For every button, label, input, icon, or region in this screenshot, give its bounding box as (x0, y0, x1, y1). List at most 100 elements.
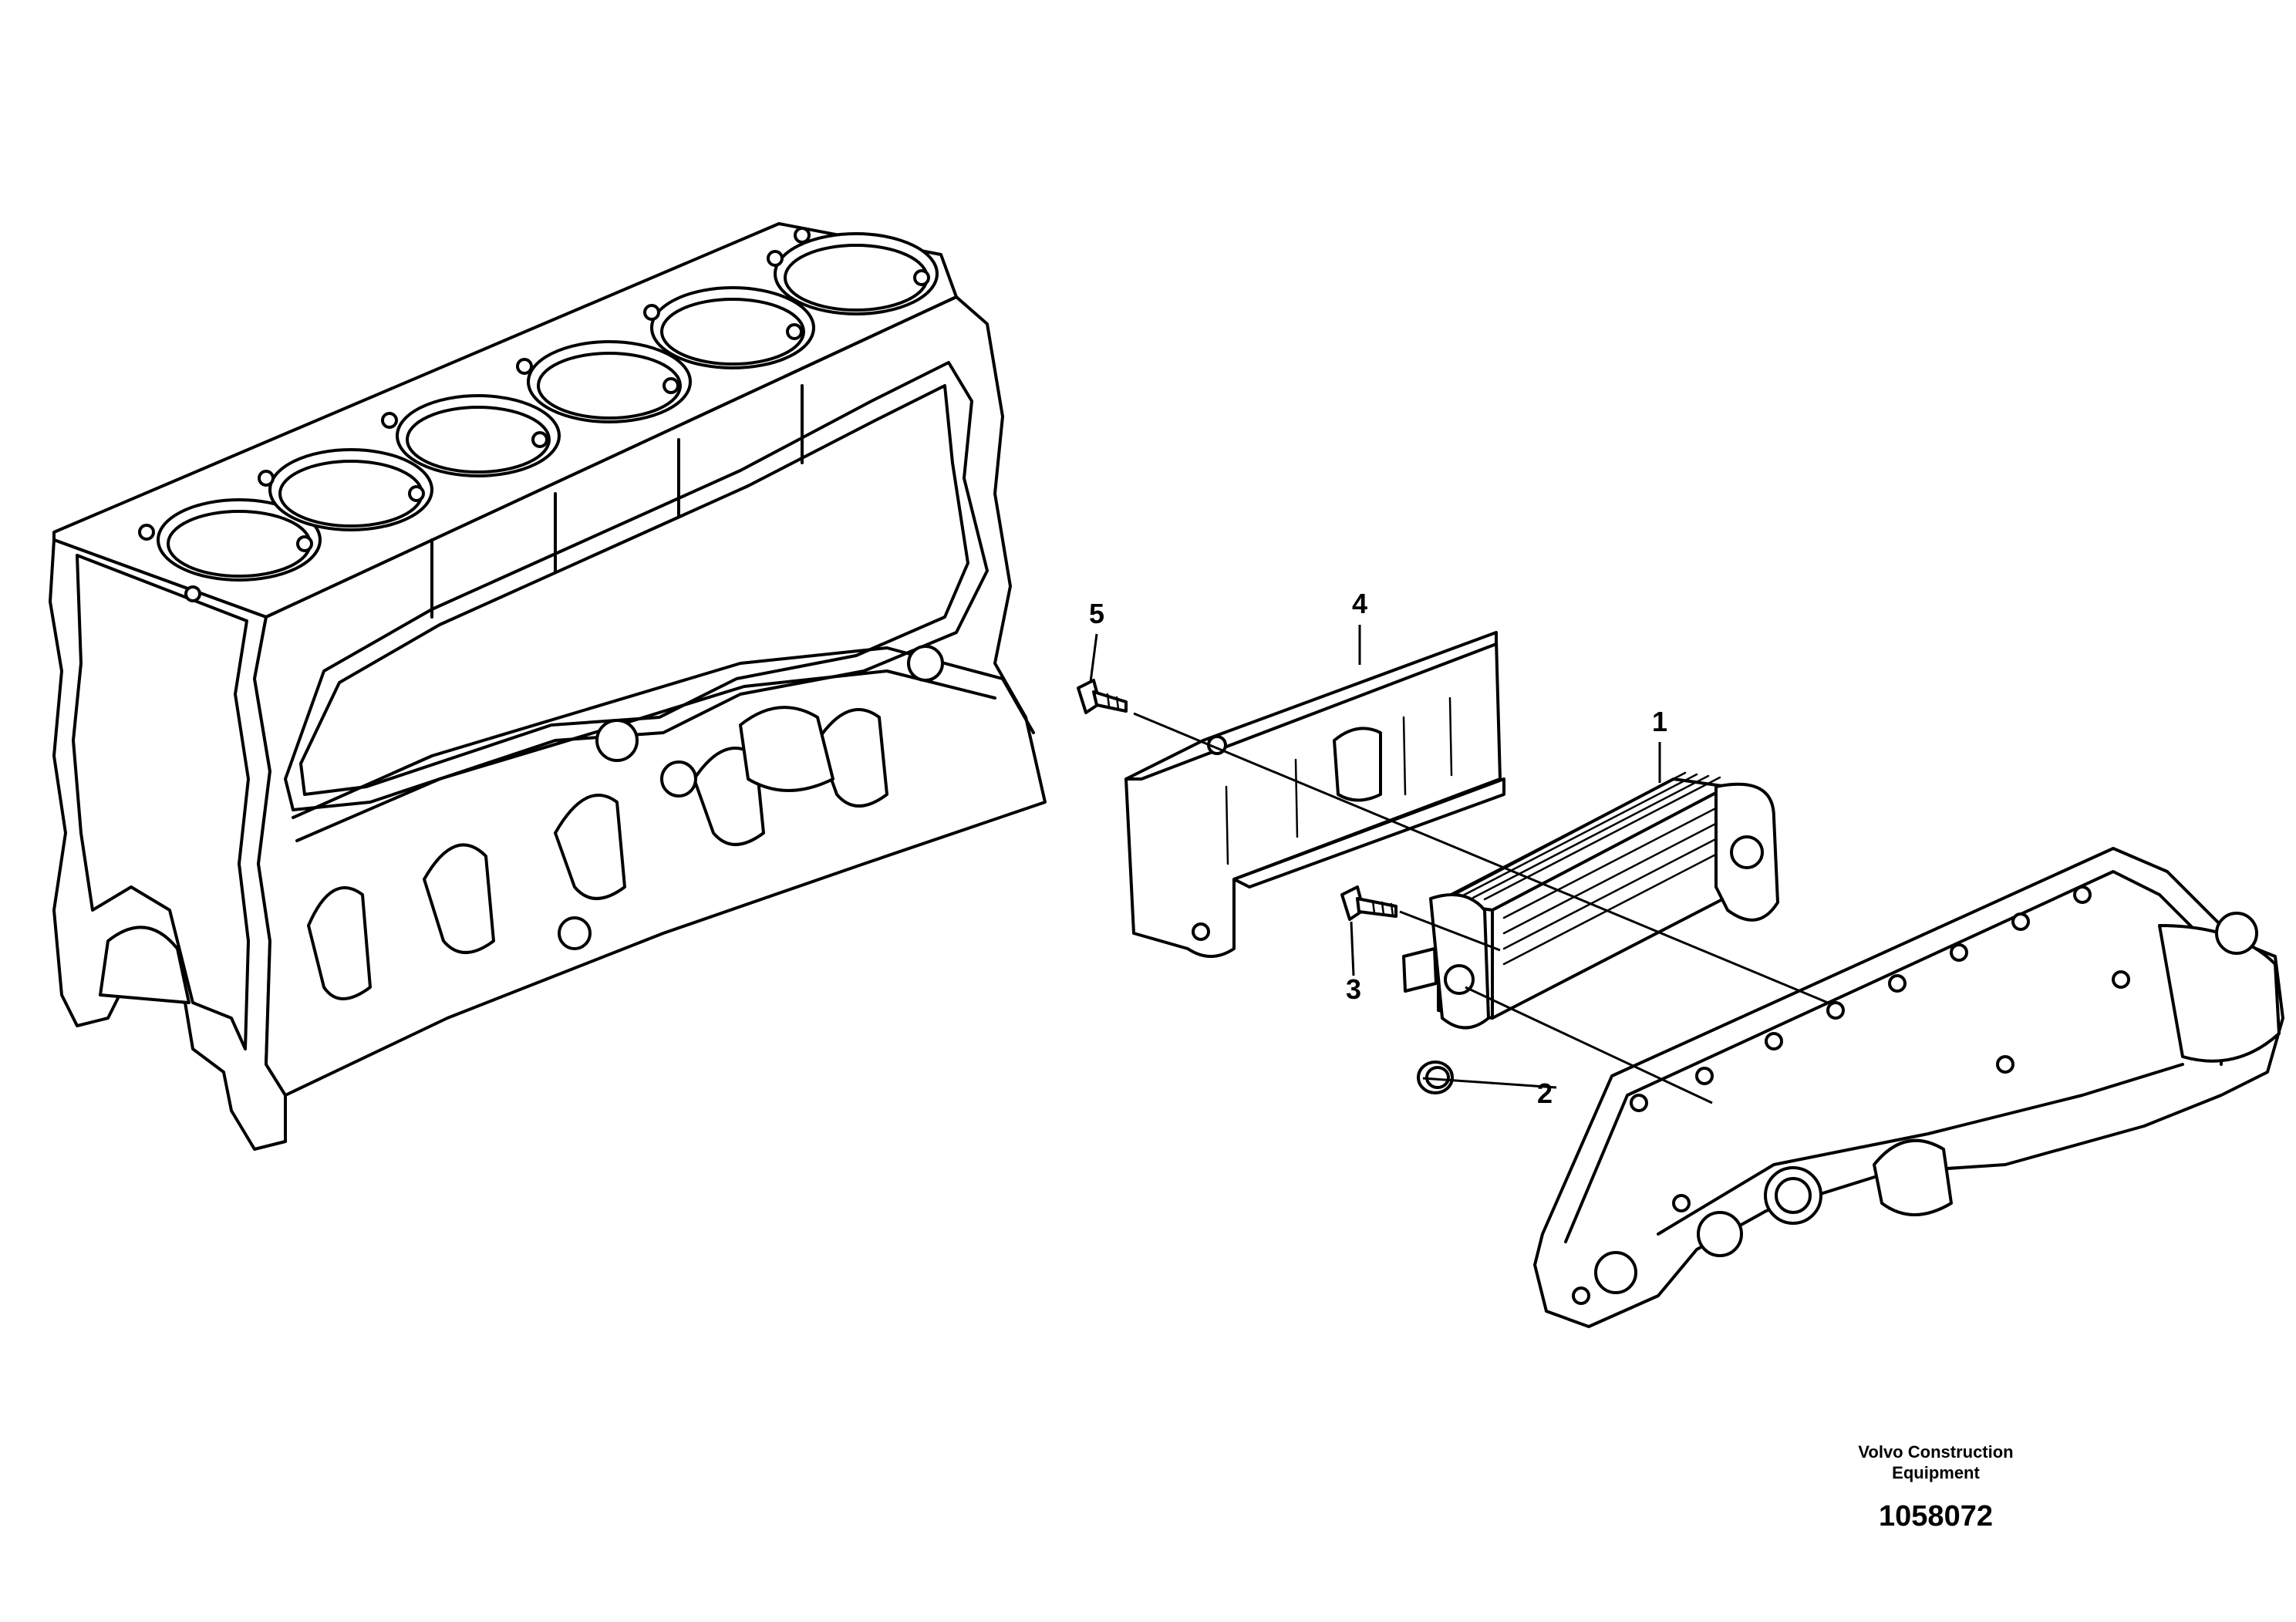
screw-5-thread (1106, 693, 1120, 710)
assembly-line-3 (1399, 910, 1501, 952)
bolt-boss (2011, 912, 2030, 931)
bolt-hole (531, 431, 548, 448)
housing-dome (2158, 924, 2281, 1063)
block-boss-2 (660, 760, 697, 798)
housing-port-2 (1697, 1211, 1743, 1257)
bolt-boss (1950, 943, 1968, 962)
callout-leader-3 (1350, 921, 1355, 976)
bore-4-inner (537, 352, 682, 420)
callout-leader-5 (1089, 633, 1098, 683)
cooler-port-right (1730, 835, 1764, 869)
bolt-hole (643, 304, 660, 321)
crank-web-3 (554, 794, 626, 900)
screw-3-shank (1356, 897, 1397, 918)
bore-4 (527, 340, 692, 423)
bolt-hole (794, 227, 811, 244)
bracket-rib-2 (1294, 758, 1299, 838)
bracket-rib-3 (1402, 716, 1407, 796)
bolt-hole (786, 323, 803, 340)
callouts: 1 2 3 4 5 (1089, 588, 1667, 1109)
bolt-boss (1888, 974, 1907, 993)
bore-5 (650, 286, 815, 369)
assembly-line-1 (1465, 986, 1713, 1104)
bore-6 (774, 232, 939, 315)
housing-port-1-inner (1775, 1177, 1812, 1214)
bolt-boss (1996, 1055, 2014, 1074)
bore-1 (157, 498, 322, 582)
bolt-hole (516, 358, 533, 375)
block-upper-flange-inner (299, 384, 969, 796)
block-front-face (49, 538, 287, 1151)
bore-3-inner (406, 406, 551, 474)
bolt-hole (184, 585, 201, 602)
callout-label-5: 5 (1089, 598, 1104, 629)
housing-port-1 (1764, 1166, 1822, 1225)
crank-web-1 (307, 886, 372, 1000)
block-front-gasket (72, 554, 250, 1050)
housing-port-4 (2215, 912, 2258, 955)
callout-leader-2 (1422, 1077, 1557, 1089)
assembly-line-5 (1133, 712, 1829, 1004)
bolt-boss (1695, 1067, 1714, 1085)
bracket-hole-bottom (1192, 922, 1210, 941)
part-3-screw (1340, 885, 1397, 921)
cylinder-block (49, 222, 1047, 1151)
brand-name-line-2: Equipment (1892, 1463, 1980, 1482)
bolt-boss (1826, 1001, 1845, 1020)
block-boss-3 (907, 645, 944, 682)
callout-4: 4 (1352, 588, 1367, 665)
bore-2 (268, 448, 433, 531)
housing-filter-socket (1873, 1138, 1953, 1216)
bolt-hole (408, 485, 425, 502)
callout-label-4: 4 (1352, 588, 1367, 619)
part-4-bracket (1124, 631, 1505, 958)
bolt-boss (1672, 1194, 1691, 1212)
block-lower-rail-2 (295, 669, 996, 842)
block-lower-rail (292, 646, 1035, 819)
bolt-boss (1765, 1032, 1783, 1050)
part-1-oil-cooler (1402, 771, 1779, 1030)
bolt-boss (1630, 1094, 1648, 1112)
housing-bolt-bosses (1572, 885, 2130, 1305)
bolt-hole (913, 269, 930, 286)
drawing-number: 1058072 (1879, 1500, 1993, 1533)
part-5-screw (1077, 679, 1128, 714)
bolt-boss (1572, 1286, 1590, 1305)
block-boss-1 (595, 719, 639, 762)
callout-label-2: 2 (1537, 1077, 1553, 1109)
bore-3 (396, 394, 561, 477)
bolt-hole (381, 412, 398, 429)
cooler-fins (1448, 771, 1729, 966)
brand-name-line-1: Volvo Construction (1858, 1442, 2014, 1462)
bolt-hole (296, 535, 313, 552)
callout-5: 5 (1089, 598, 1104, 683)
head-bolt-holes (138, 227, 930, 602)
cylinder-bores (157, 232, 939, 582)
housing-port-3 (1594, 1251, 1637, 1294)
bracket-rib-1 (1225, 785, 1229, 865)
housing-outline (1533, 847, 2284, 1328)
callout-3: 3 (1346, 921, 1361, 1005)
block-boss-4 (558, 916, 592, 950)
bolt-boss (2112, 970, 2130, 989)
bolt-hole (258, 470, 275, 487)
screw-3-thread (1371, 899, 1394, 917)
housing-inner-ridge (1657, 1063, 2184, 1236)
bracket-mount-pad (1333, 727, 1382, 802)
screw-5-shank (1092, 690, 1128, 713)
callout-label-3: 3 (1346, 973, 1361, 1005)
bolt-hole (663, 377, 679, 394)
bracket-bottom-flange (1232, 777, 1505, 889)
callout-1: 1 (1652, 706, 1667, 783)
callout-2: 2 (1422, 1077, 1557, 1109)
bracket-rib-4 (1448, 696, 1453, 777)
block-front-arch (99, 926, 190, 1004)
oil-filter-housing (1533, 847, 2284, 1328)
assembly-lines (1133, 712, 1829, 1104)
bolt-hole (767, 250, 784, 267)
callout-label-1: 1 (1652, 706, 1667, 737)
block-oil-port (739, 706, 834, 792)
crank-web-2 (423, 843, 495, 954)
